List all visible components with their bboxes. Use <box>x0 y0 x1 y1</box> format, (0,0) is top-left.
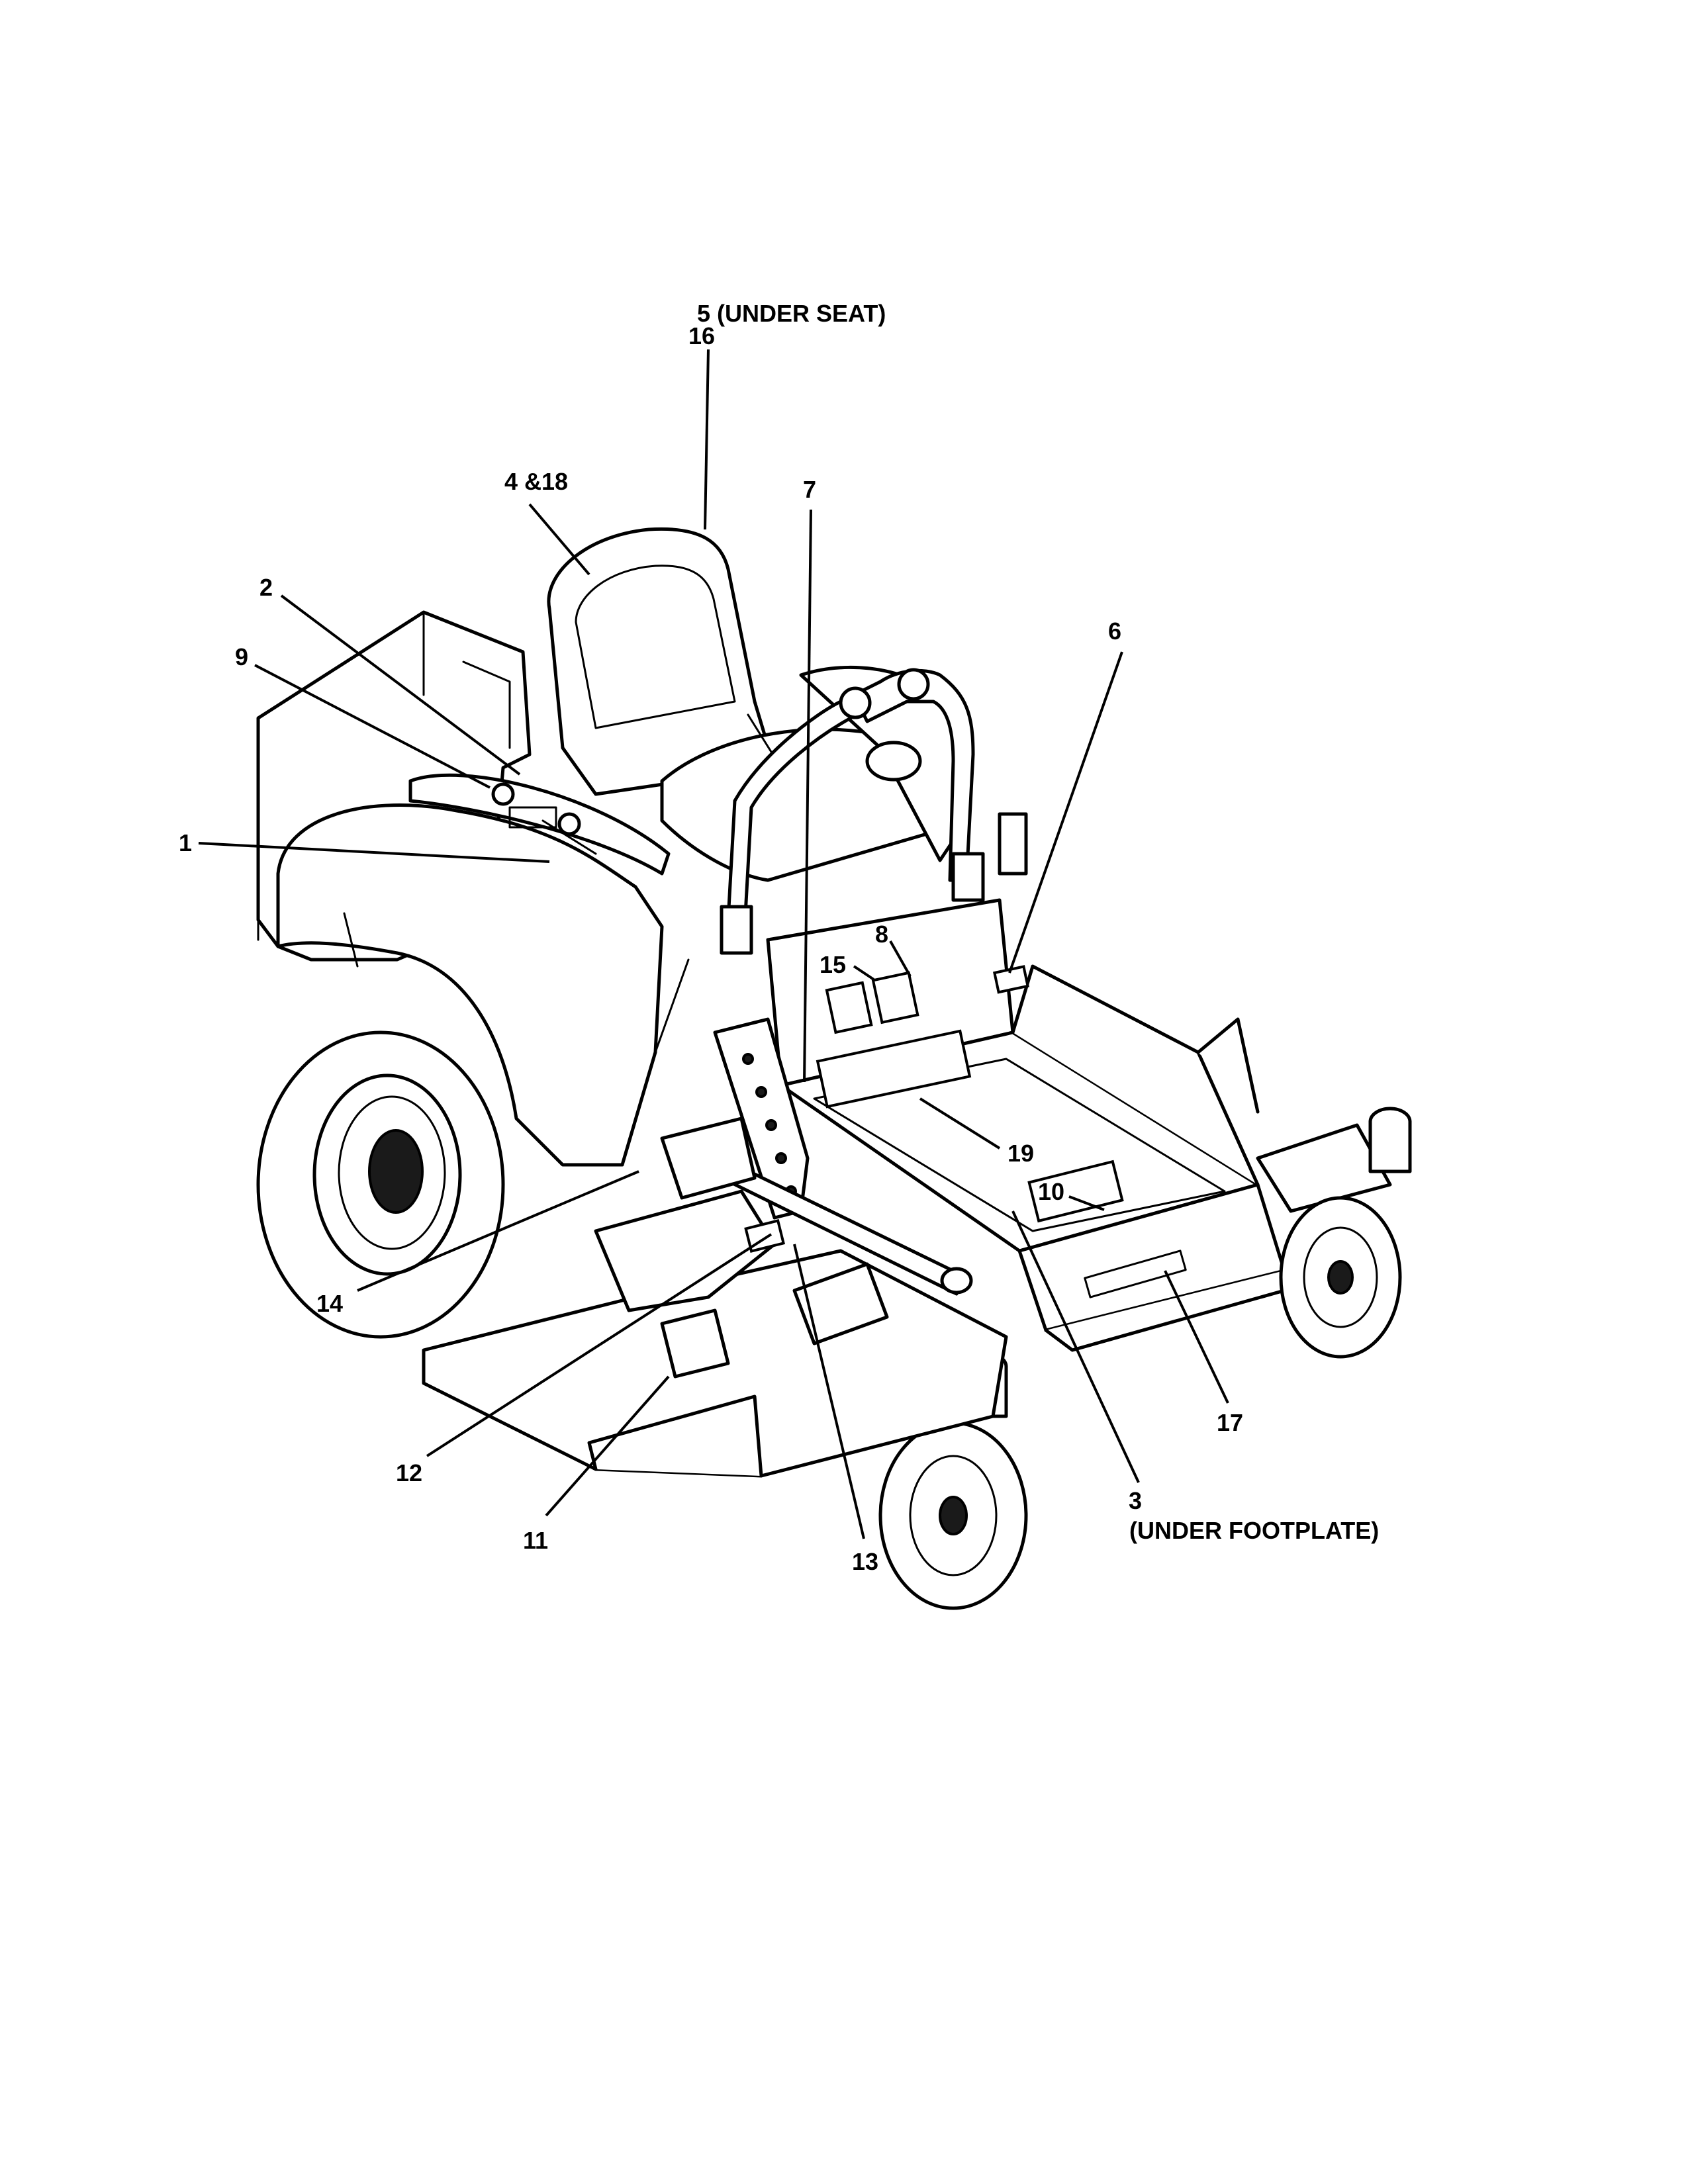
leader-17 <box>1164 1270 1229 1404</box>
leader-16 <box>704 349 710 530</box>
callout-8: 8 <box>875 921 888 948</box>
control-console <box>408 773 671 876</box>
decal-8b <box>871 971 919 1024</box>
leader-11 <box>545 1375 670 1517</box>
callout-7: 7 <box>803 476 816 503</box>
mower-deck <box>422 1189 1008 1478</box>
leader-2 <box>280 594 521 776</box>
decal-10 <box>1027 1160 1124 1223</box>
front-right-caster <box>1256 1107 1412 1359</box>
decal-19 <box>816 1029 972 1109</box>
leader-15 <box>853 965 875 981</box>
leader-12 <box>426 1233 773 1457</box>
callout-4-18: 4 &18 <box>504 468 568 495</box>
callout-6: 6 <box>1108 617 1121 645</box>
callout-3-note: (UNDER FOOTPLATE) <box>1129 1517 1379 1544</box>
leader-7 <box>803 509 812 1083</box>
callout-17: 17 <box>1217 1409 1243 1436</box>
leader-lines <box>198 349 1229 1539</box>
callout-3: 3 <box>1129 1487 1142 1514</box>
leader-8 <box>889 940 912 977</box>
rear-wheel <box>256 1030 505 1339</box>
steering-levers <box>720 668 1028 955</box>
callout-10: 10 <box>1038 1178 1064 1205</box>
callout-16: 16 <box>688 322 715 349</box>
callout-labels: 5 (UNDER SEAT) 16 4 &18 7 2 9 6 1 8 15 1… <box>179 300 1379 1575</box>
callout-19: 19 <box>1008 1140 1034 1167</box>
callout-5-under-seat: 5 (UNDER SEAT) <box>697 300 886 327</box>
leader-13 <box>793 1244 865 1539</box>
decal-panels <box>744 965 1124 1253</box>
callout-14: 14 <box>316 1290 343 1317</box>
leader-4-18 <box>528 503 590 576</box>
engine-shroud <box>256 610 690 1167</box>
leader-9 <box>254 664 491 789</box>
callout-9: 9 <box>235 643 248 670</box>
front-axle <box>660 1116 973 1296</box>
leader-14 <box>357 1170 639 1292</box>
callout-1: 1 <box>179 829 192 856</box>
decal-6 <box>992 965 1029 994</box>
callout-12: 12 <box>396 1459 422 1486</box>
callout-2: 2 <box>259 574 273 601</box>
callout-11: 11 <box>523 1527 548 1554</box>
leader-6 <box>1008 651 1123 974</box>
leader-19 <box>919 1097 1001 1150</box>
leader-10 <box>1068 1195 1105 1211</box>
callout-13: 13 <box>852 1548 878 1575</box>
callout-15: 15 <box>820 951 846 978</box>
decal-8a <box>825 981 873 1034</box>
leader-1 <box>198 842 550 863</box>
leader-3 <box>1011 1210 1140 1483</box>
